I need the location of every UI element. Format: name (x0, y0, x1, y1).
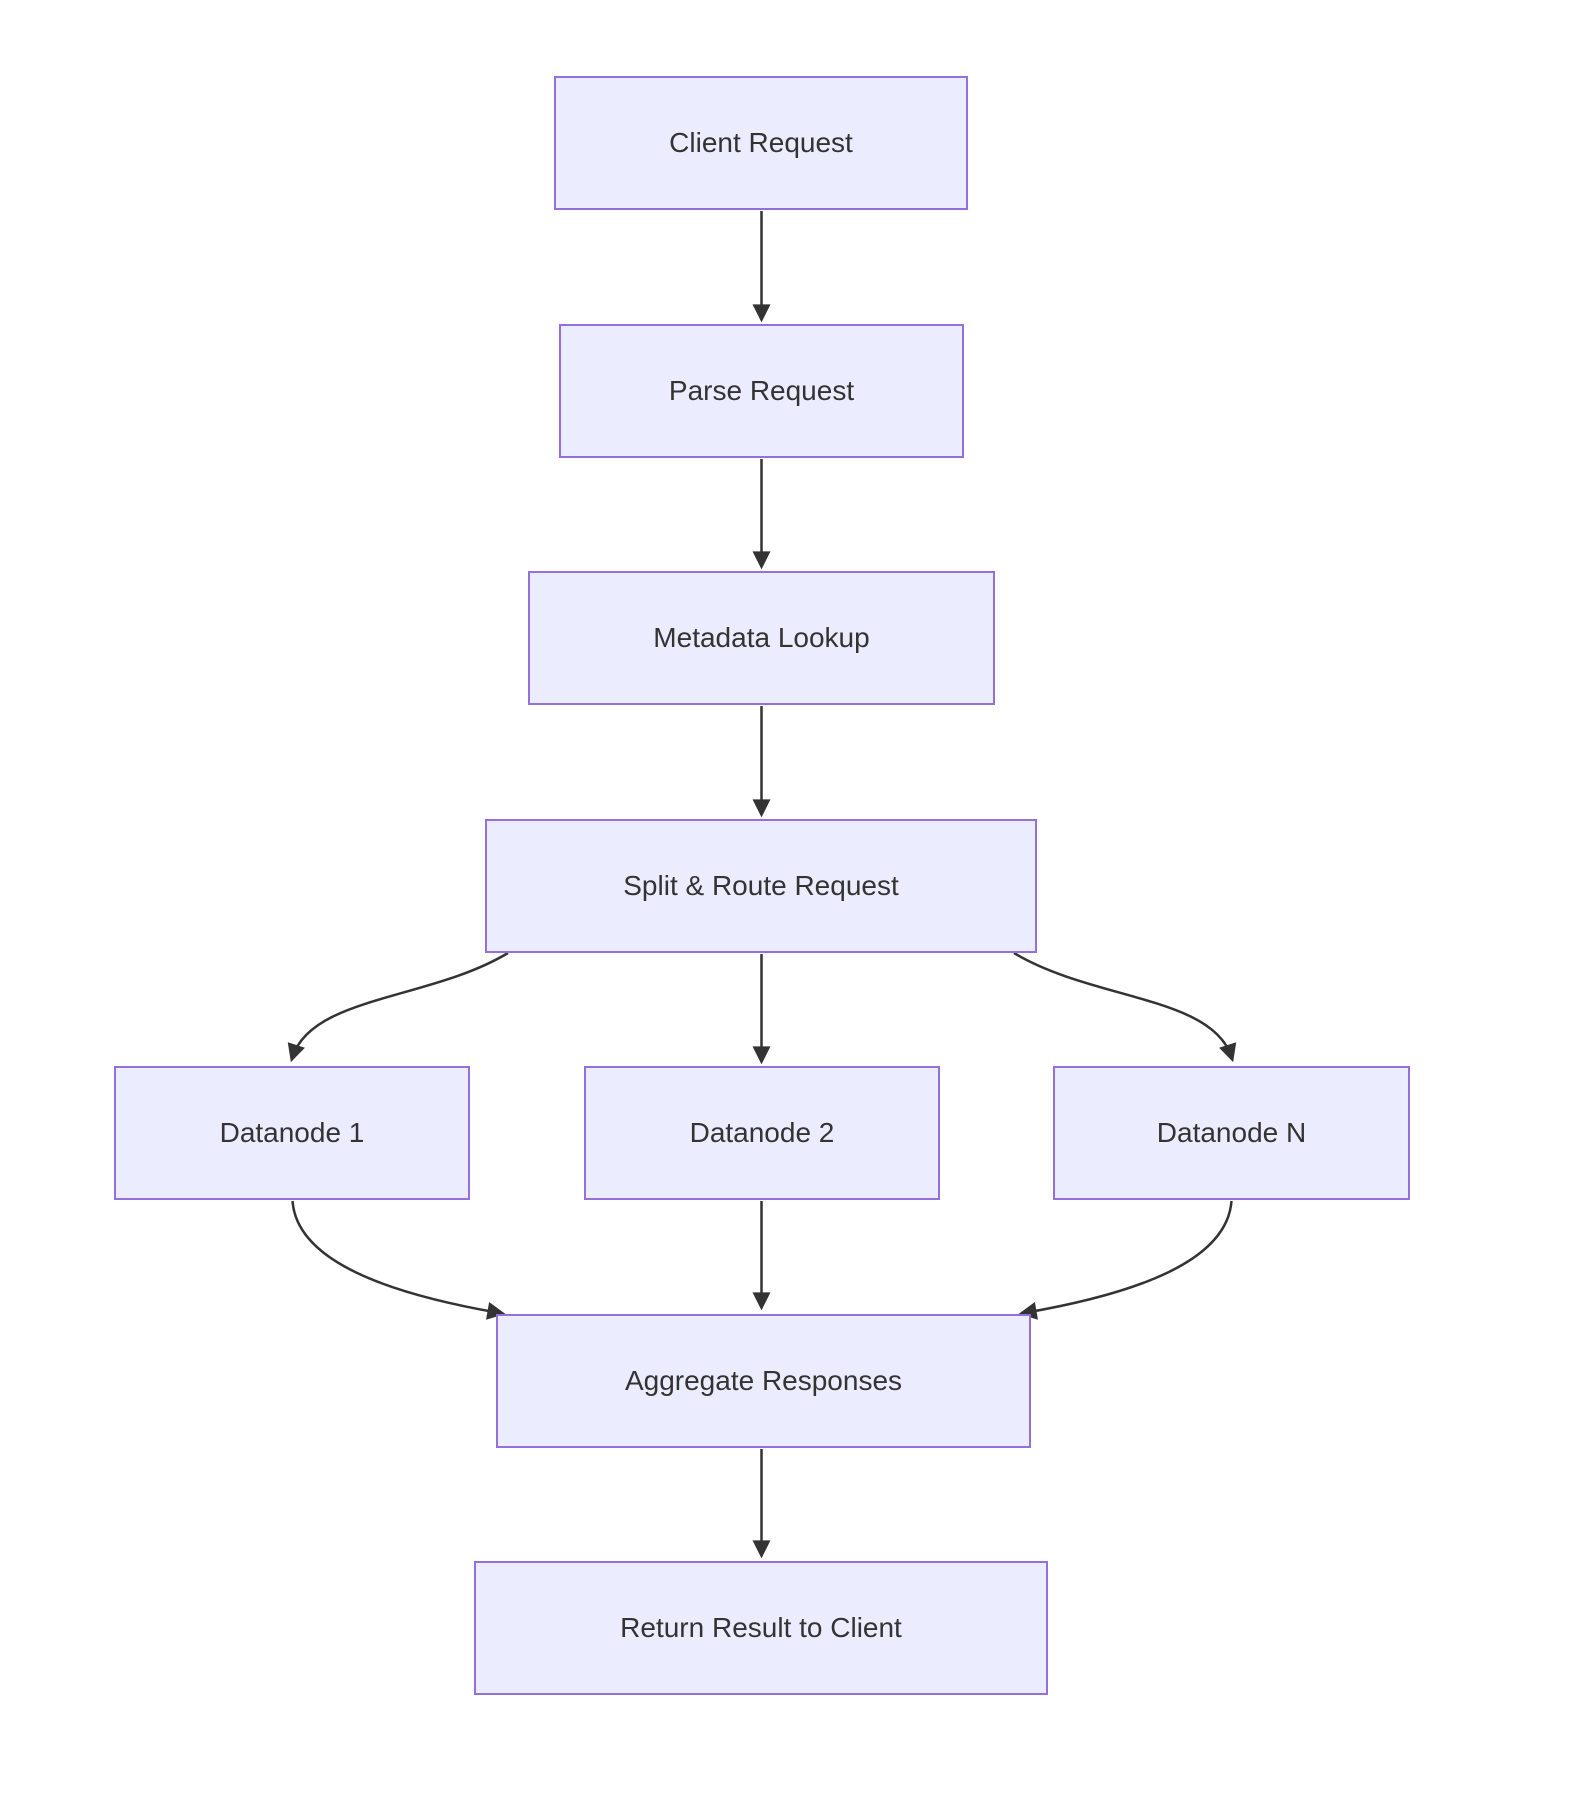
edge-datanodeN-to-aggregate (1018, 1200, 1233, 1320)
node-metadata-lookup-label: Metadata Lookup (653, 622, 870, 654)
node-split-route-request: Split & Route Request (485, 819, 1037, 953)
edge-split-to-datanode1 (287, 951, 509, 1063)
node-parse-request: Parse Request (559, 324, 964, 458)
node-datanode-1-label: Datanode 1 (219, 1117, 365, 1149)
edge-datanode1-to-aggregate (291, 1200, 506, 1320)
node-datanode-n: Datanode N (1053, 1066, 1410, 1200)
node-datanode-1: Datanode 1 (114, 1066, 470, 1200)
node-datanode-2: Datanode 2 (584, 1066, 940, 1200)
node-split-route-request-label: Split & Route Request (623, 870, 899, 902)
node-return-result-to-client-label: Return Result to Client (620, 1612, 902, 1644)
node-datanode-2-label: Datanode 2 (689, 1117, 835, 1149)
node-aggregate-responses: Aggregate Responses (496, 1314, 1031, 1448)
node-client-request: Client Request (554, 76, 968, 210)
node-return-result-to-client: Return Result to Client (474, 1561, 1048, 1695)
node-metadata-lookup: Metadata Lookup (528, 571, 995, 705)
node-client-request-label: Client Request (669, 127, 853, 159)
node-parse-request-label: Parse Request (668, 375, 855, 407)
node-aggregate-responses-label: Aggregate Responses (624, 1365, 903, 1397)
node-datanode-n-label: Datanode N (1156, 1117, 1307, 1149)
edge-split-to-datanodeN (1013, 951, 1237, 1063)
